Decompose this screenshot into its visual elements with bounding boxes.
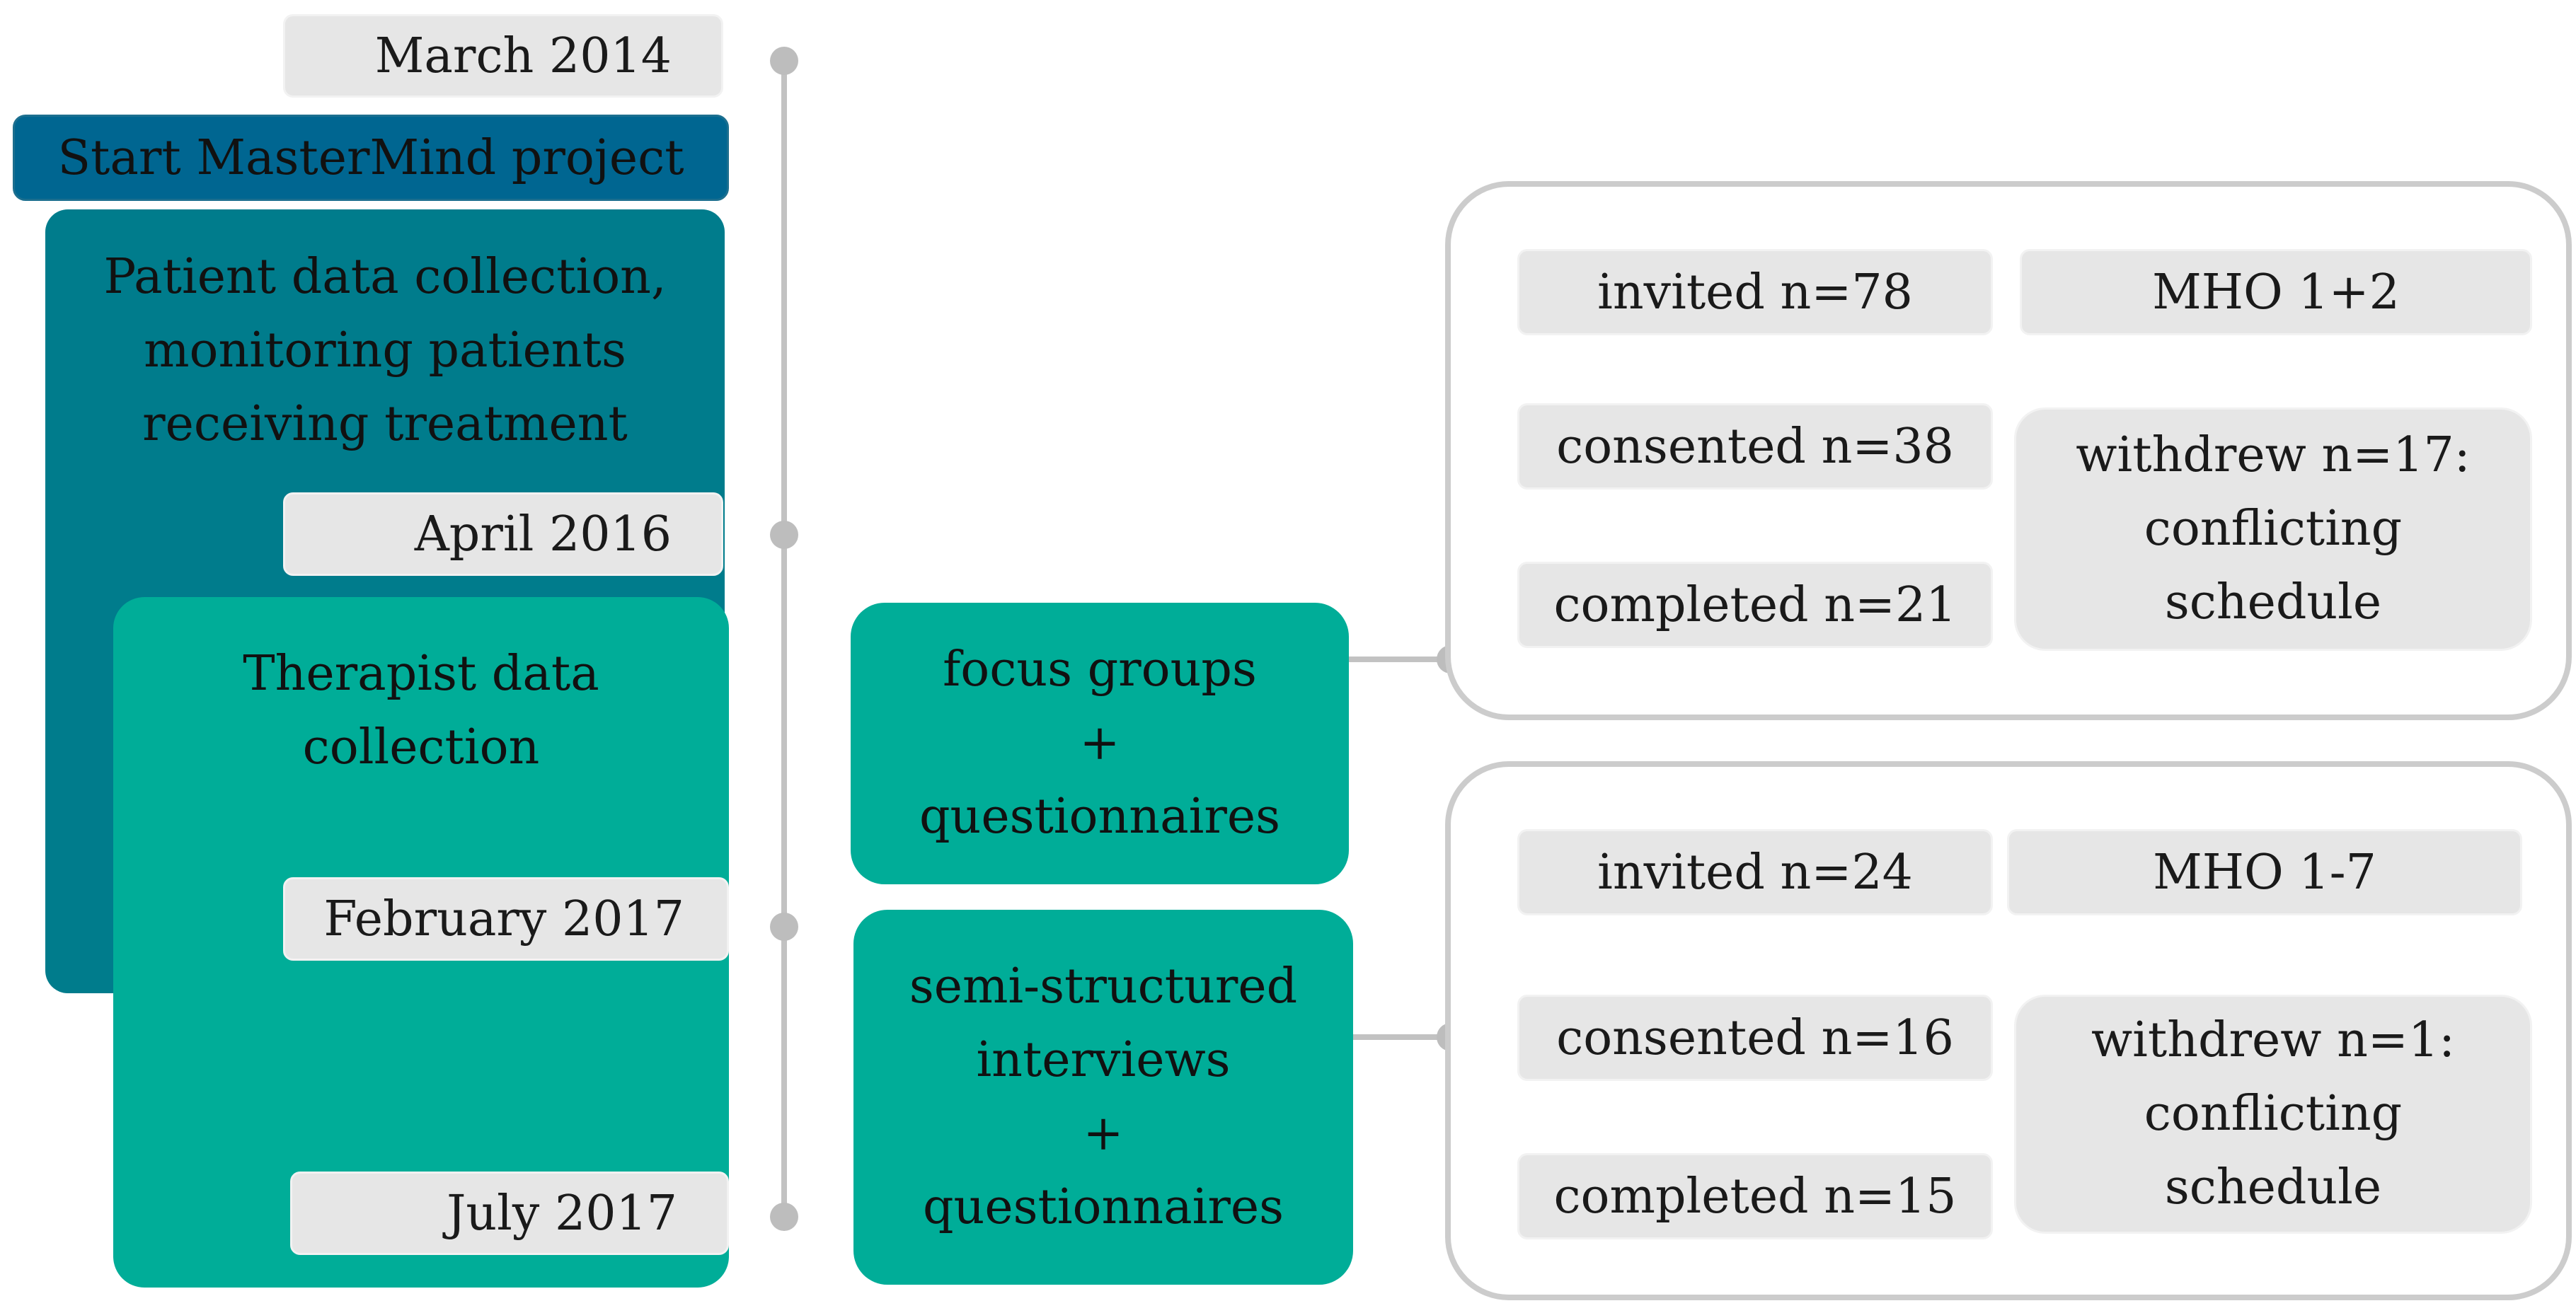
therapist-phase-line: collection — [302, 719, 540, 775]
timeline-dot-april-2016 — [770, 521, 798, 549]
focus-invited: invited n=78 — [1517, 249, 1993, 335]
date-march-2014: March 2014 — [283, 14, 723, 98]
method-line: interviews — [976, 1032, 1231, 1088]
interview-completed: completed n=15 — [1517, 1153, 1993, 1239]
method-line: + — [1083, 1106, 1124, 1162]
focus-completed: completed n=21 — [1517, 562, 1993, 648]
method-line: questionnaires — [919, 789, 1280, 845]
focus-groups-method: focus groups + questionnaires — [851, 603, 1349, 884]
start-project-label: Start MasterMind project — [57, 129, 684, 186]
interview-connector — [1353, 1034, 1452, 1040]
focus-consented: consented n=38 — [1517, 403, 1993, 490]
date-april-2016: April 2016 — [283, 492, 723, 576]
focus-sites: MHO 1+2 — [2020, 249, 2532, 335]
method-line: questionnaires — [923, 1179, 1284, 1235]
timeline-dot-february-2017 — [770, 913, 798, 941]
method-line: + — [1079, 715, 1120, 771]
patient-phase-label: Patient data collection, monitoring pati… — [45, 238, 725, 464]
interviews-method: semi-structured interviews + questionnai… — [853, 910, 1353, 1285]
date-july-2017: July 2017 — [290, 1172, 729, 1255]
therapist-phase-label: Therapist data collection — [113, 637, 729, 785]
patient-phase-line: Patient data collection, — [103, 249, 667, 305]
patient-phase-line: receiving treatment — [142, 396, 628, 452]
interview-invited: invited n=24 — [1517, 829, 1993, 915]
patient-phase-line: monitoring patients — [144, 323, 626, 378]
timeline-dot-march-2014 — [770, 47, 798, 75]
interview-withdrew: withdrew n=1: conflicting schedule — [2014, 995, 2532, 1234]
focus-connector — [1349, 656, 1452, 662]
focus-withdrew: withdrew n=17: conflicting schedule — [2014, 407, 2532, 651]
date-february-2017: February 2017 — [283, 877, 729, 961]
therapist-phase-line: Therapist data — [243, 646, 599, 702]
interview-sites: MHO 1-7 — [2007, 829, 2522, 915]
timeline-axis — [781, 61, 787, 1218]
start-project-banner: Start MasterMind project — [13, 115, 729, 201]
timeline-dot-july-2017 — [770, 1203, 798, 1231]
method-line: focus groups — [943, 642, 1257, 698]
method-line: semi-structured — [909, 959, 1298, 1014]
interview-consented: consented n=16 — [1517, 995, 1993, 1081]
